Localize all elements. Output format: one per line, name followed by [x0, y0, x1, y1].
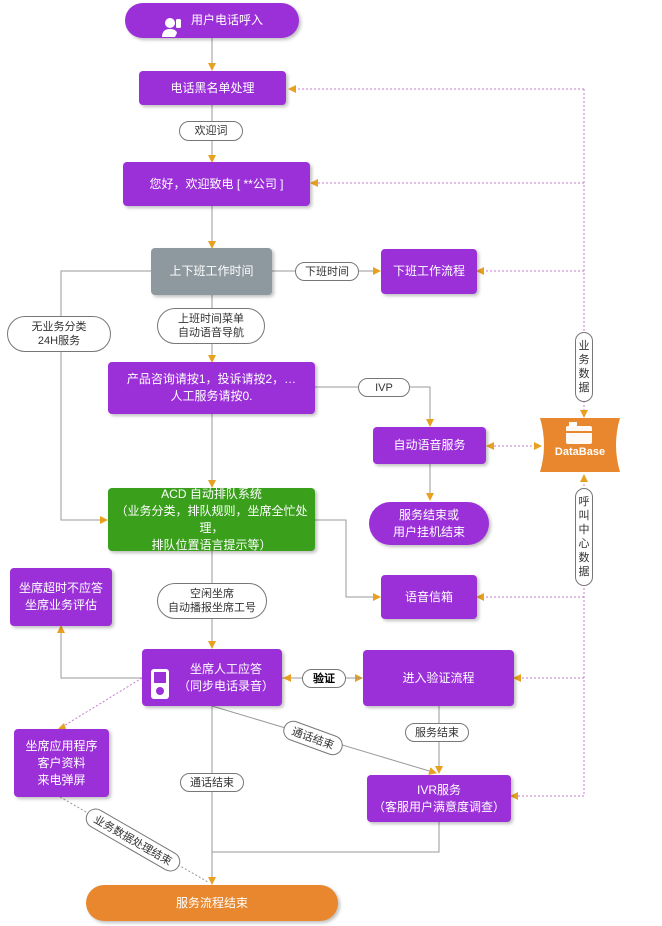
node-agent-app: 坐席应用程序 客户资料 来电弹屏 — [14, 729, 109, 797]
node-blacklist: 电话黑名单处理 — [139, 71, 286, 105]
node-incoming-call: 用户电话呼入 — [125, 3, 299, 38]
label-work-menu: 上班时间菜单 自动语音导航 — [157, 308, 265, 344]
label-biz-data: 业务数据 — [575, 332, 593, 402]
node-ivr-service: IVR服务 （客服用户满意度调查） — [367, 775, 511, 822]
user-phone-icon — [161, 0, 183, 43]
label-callcenter-data: 呼叫中心数据 — [575, 488, 593, 586]
node-voicemail: 语音信箱 — [381, 575, 477, 619]
node-service-end-hangup: 服务结束或 用户挂机结束 — [369, 502, 489, 545]
node-work-hours: 上下班工作时间 — [151, 248, 272, 295]
node-ivr-menu: 产品咨询请按1，投诉请按2，… 人工服务请按0. — [108, 362, 315, 414]
node-welcome-msg: 您好，欢迎致电 [ **公司 ] — [123, 162, 310, 206]
label-welcome-word: 欢迎词 — [179, 121, 243, 141]
label-verify: 验证 — [302, 669, 346, 688]
label-off-work-time: 下班时间 — [295, 262, 359, 281]
node-service-end: 服务流程结束 — [86, 885, 338, 921]
node-verify-flow: 进入验证流程 — [363, 650, 514, 706]
label-no-category: 无业务分类 24H服务 — [7, 316, 111, 352]
incoming-call-label: 用户电话呼入 — [190, 13, 263, 27]
label-service-ended: 服务结束 — [405, 723, 469, 742]
agent-answer-label: 坐席人工应答 （同步电话录音） — [177, 661, 274, 693]
label-ivp: IVP — [358, 378, 410, 397]
label-call-ended: 通话结束 — [180, 773, 244, 792]
label-idle-agent: 空闲坐席 自动播报坐席工号 — [157, 583, 267, 619]
database-label: DataBase — [554, 446, 606, 458]
database-icon — [566, 424, 592, 444]
node-off-work-flow: 下班工作流程 — [381, 249, 477, 294]
node-auto-voice: 自动语音服务 — [373, 427, 486, 464]
node-agent-timeout: 坐席超时不应答 坐席业务评估 — [10, 568, 112, 626]
node-agent-answer: 坐席人工应答 （同步电话录音） — [142, 649, 282, 706]
mobile-phone-icon — [150, 651, 170, 705]
database-shape — [540, 418, 620, 472]
node-acd: ACD 自动排队系统 （业务分类，排队规则，坐席全忙处理， 排队位置语言提示等） — [108, 487, 315, 552]
